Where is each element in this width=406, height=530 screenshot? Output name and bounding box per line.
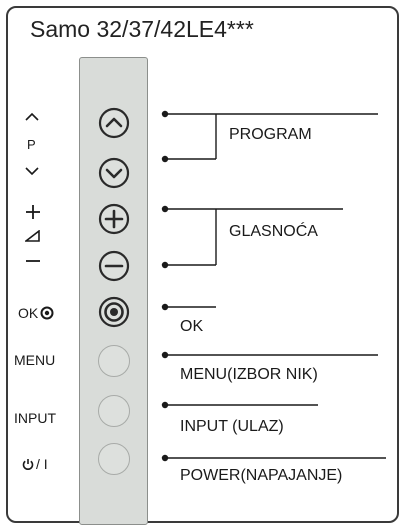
chevron-up-icon (25, 112, 39, 122)
volume-callout: GLASNOĆA (229, 223, 318, 240)
menu-label: MENU (14, 352, 56, 368)
power-button[interactable] (98, 443, 130, 475)
channel-up-button[interactable] (98, 107, 130, 139)
program-callout: PROGRAM (229, 126, 312, 143)
plus-icon (24, 203, 42, 221)
volume-icon (25, 230, 41, 242)
ok-button[interactable] (98, 296, 130, 328)
power-callout: POWER(NAPAJANJE) (180, 467, 343, 484)
model-title: Samo 32/37/42LE4*** (30, 16, 254, 42)
minus-icon (24, 258, 42, 264)
diagram-frame (6, 6, 399, 523)
ok-target-icon (40, 306, 54, 320)
power-side-label: / I (22, 456, 48, 472)
input-label: INPUT (14, 410, 56, 426)
power-label: / I (36, 456, 48, 472)
menu-callout: MENU(IZBOR NIK) (180, 366, 318, 383)
p-label: P (27, 137, 36, 152)
ok-side-label: OK (18, 305, 54, 321)
power-icon (22, 457, 34, 471)
ok-label: OK (18, 305, 39, 321)
ok-callout: OK (180, 318, 204, 335)
input-button[interactable] (98, 395, 130, 427)
volume-down-button[interactable] (98, 250, 130, 282)
chevron-down-icon (25, 166, 39, 176)
volume-up-button[interactable] (98, 203, 130, 235)
channel-down-button[interactable] (98, 157, 130, 189)
input-callout: INPUT (ULAZ) (180, 418, 284, 435)
menu-button[interactable] (98, 345, 130, 377)
